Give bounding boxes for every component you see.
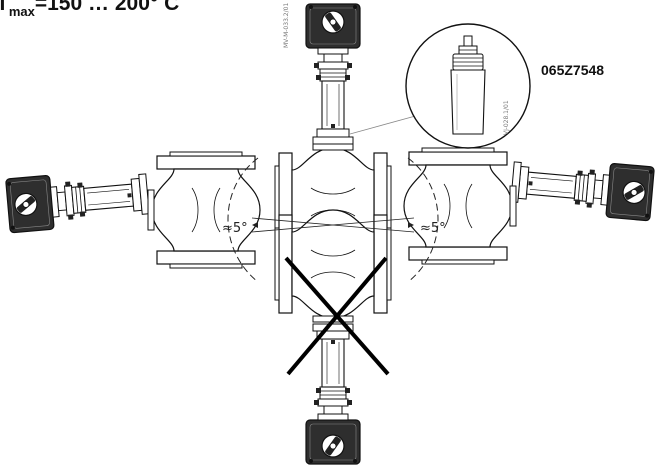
drawing-code-detail: VJ-028.1/01	[503, 100, 510, 135]
angle-arc-left	[227, 157, 259, 283]
actuator-right	[509, 154, 655, 222]
title-suffix: =150 … 200° C	[34, 0, 180, 15]
angle-arc-right	[407, 157, 439, 283]
actuator-left	[5, 166, 151, 234]
title-prefix: T	[0, 0, 9, 15]
actuator-top	[305, 3, 361, 145]
angle-label-left: ≈5°	[222, 221, 248, 236]
temperature-title: Tmax=150 … 200° C	[0, 0, 180, 19]
title-subscript: max	[8, 4, 35, 19]
drawing-code-main: MV-M-033.2/01	[283, 2, 290, 48]
part-number-label: 065Z7548	[541, 62, 605, 78]
valve-body-left	[147, 151, 261, 269]
valve-body-right	[403, 147, 517, 265]
stem-heater-detail	[405, 23, 531, 149]
tilt-line-2	[251, 217, 415, 233]
prohibited-cross	[284, 256, 390, 376]
angle-label-right: ≈5°	[420, 221, 446, 236]
